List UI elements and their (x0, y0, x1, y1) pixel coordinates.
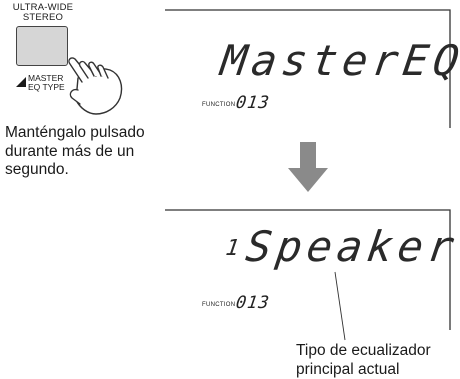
display2-function-value: 013 (234, 293, 272, 313)
ultra-wide-stereo-button[interactable] (16, 26, 68, 66)
hand-press-icon (68, 57, 123, 115)
display2-main-text: Speaker (243, 222, 460, 271)
display1-main-text: MasterEQ (218, 36, 460, 85)
arrow-down-icon (288, 142, 328, 192)
instruction-text: Manténgalo pulsado durante más de un seg… (5, 124, 145, 178)
display2-function-label: FUNCTION (202, 302, 236, 308)
button-bottom-label: MASTER EQ TYPE (28, 74, 65, 91)
wedge-icon (16, 77, 26, 87)
annotation-text: Tipo de ecualizador principal actual (296, 342, 431, 378)
button-top-label-line1: ULTRA-WIDE (12, 2, 74, 13)
button-top-label-line2: STEREO (22, 12, 64, 23)
display1-function-value: 013 (234, 93, 272, 113)
button-top-label: ULTRA-WIDE STEREO (2, 3, 84, 23)
display1-function-label: FUNCTION (202, 102, 236, 108)
button-bottom-label-line1: MASTER (28, 73, 64, 83)
button-bottom-label-line2: EQ TYPE (28, 81, 65, 92)
